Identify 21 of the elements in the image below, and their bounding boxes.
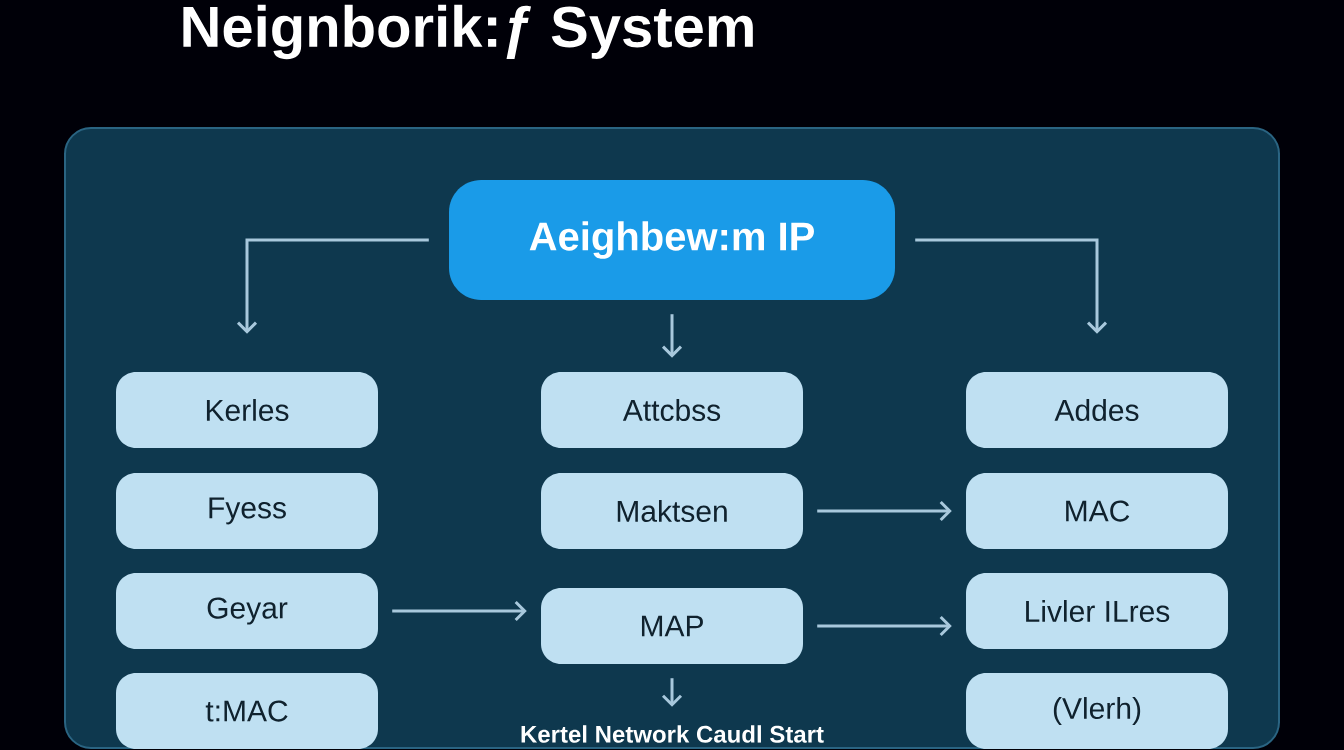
header-box: Aeighbew:m IP [449, 180, 895, 300]
process-box: (Vlerh) [966, 673, 1228, 749]
process-box: MAP [541, 588, 803, 664]
process-box: Fyess [116, 473, 378, 549]
arrow [661, 678, 683, 707]
caption-text: Kertel Network Caudl Start [521, 725, 824, 743]
arrow [392, 600, 527, 622]
process-box: Attcbss [541, 372, 803, 448]
process-box: t:MAC [116, 673, 378, 749]
process-box: Geyar [116, 573, 378, 649]
arrow [661, 314, 683, 358]
arrow [915, 238, 1108, 334]
arrow [817, 500, 952, 522]
process-box: Addes [966, 372, 1228, 448]
process-box: MAC [966, 473, 1228, 549]
process-box: Livler ILres [966, 573, 1228, 649]
arrow [236, 238, 429, 334]
title: Neignborik:ƒ System [183, 4, 753, 60]
process-box: Maktsen [541, 473, 803, 549]
process-box: Kerles [116, 372, 378, 448]
arrow [817, 615, 952, 637]
